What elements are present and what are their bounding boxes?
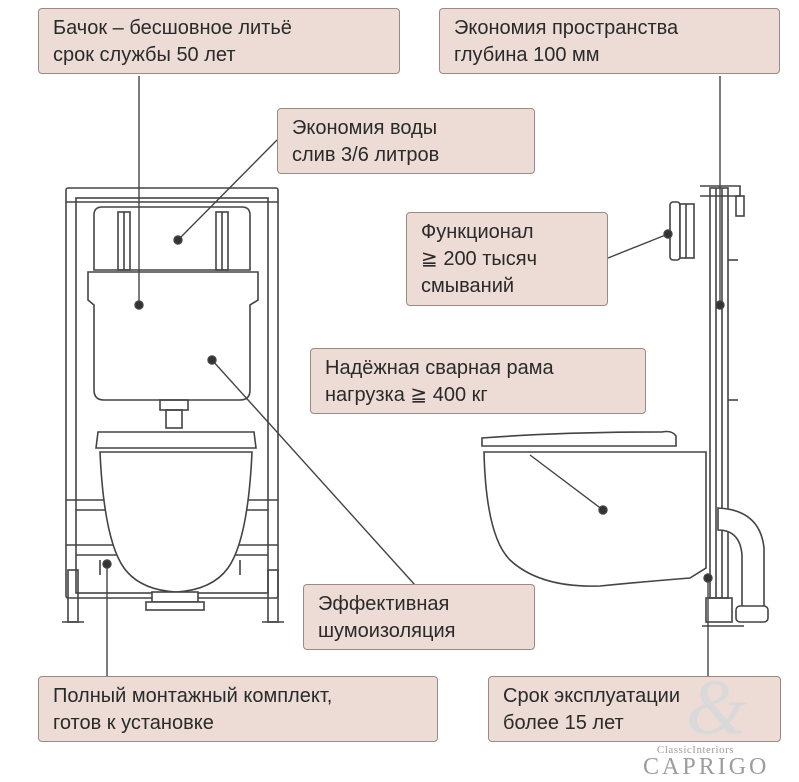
callout-tank-line-2: срок службы 50 лет (53, 44, 236, 66)
callout-noise-line-2: шумоизоляция (318, 620, 456, 642)
callout-life-line-2: более 15 лет (503, 712, 624, 734)
front-toilet-bowl (95, 431, 257, 611)
callout-kit-line-1: Полный монтажный комплект, (53, 685, 333, 707)
watermark-brand: CAPRIGO (643, 754, 770, 780)
callout-noise-line-1: Эффективная (318, 593, 450, 615)
callout-tank-line-1: Бачок – бесшовное литьё (53, 17, 292, 39)
cistern (87, 206, 259, 429)
callout-water-line-2: слив 3/6 литров (292, 144, 440, 166)
callout-life-line-1: Срок эксплуатации (503, 685, 680, 707)
callout-function-line-1: Функционал (421, 221, 534, 243)
callout-life: Срок эксплуатации более 15 лет (488, 676, 781, 742)
callout-noise: Эффективная шумоизоляция (303, 584, 535, 650)
callout-space-line-2: глубина 100 мм (454, 44, 600, 66)
callout-space: Экономия пространства глубина 100 мм (439, 8, 780, 74)
callout-space-line-1: Экономия пространства (454, 17, 679, 39)
callout-kit: Полный монтажный комплект, готов к устан… (38, 676, 438, 742)
callout-frame: Надёжная сварная рама нагрузка ≧ 400 кг (310, 348, 646, 414)
callout-kit-line-2: готов к установке (53, 712, 214, 734)
callout-function-line-3: смываний (421, 275, 515, 297)
watermark-monogram: & (686, 663, 747, 750)
callout-function: Функционал ≧ 200 тысяч смываний (406, 212, 608, 306)
callout-frame-line-2: нагрузка ≧ 400 кг (325, 384, 488, 406)
callout-frame-line-1: Надёжная сварная рама (325, 357, 554, 379)
watermark-tagline: ClassicInteriors (657, 744, 735, 756)
callout-function-line-2: ≧ 200 тысяч (421, 248, 538, 270)
callout-tank: Бачок – бесшовное литьё срок службы 50 л… (38, 8, 400, 74)
flush-button-side (669, 201, 695, 261)
callout-water: Экономия воды слив 3/6 литров (277, 108, 535, 174)
callout-water-line-1: Экономия воды (292, 117, 438, 139)
leader-lines (102, 76, 725, 676)
side-toilet-bowl (481, 430, 769, 623)
